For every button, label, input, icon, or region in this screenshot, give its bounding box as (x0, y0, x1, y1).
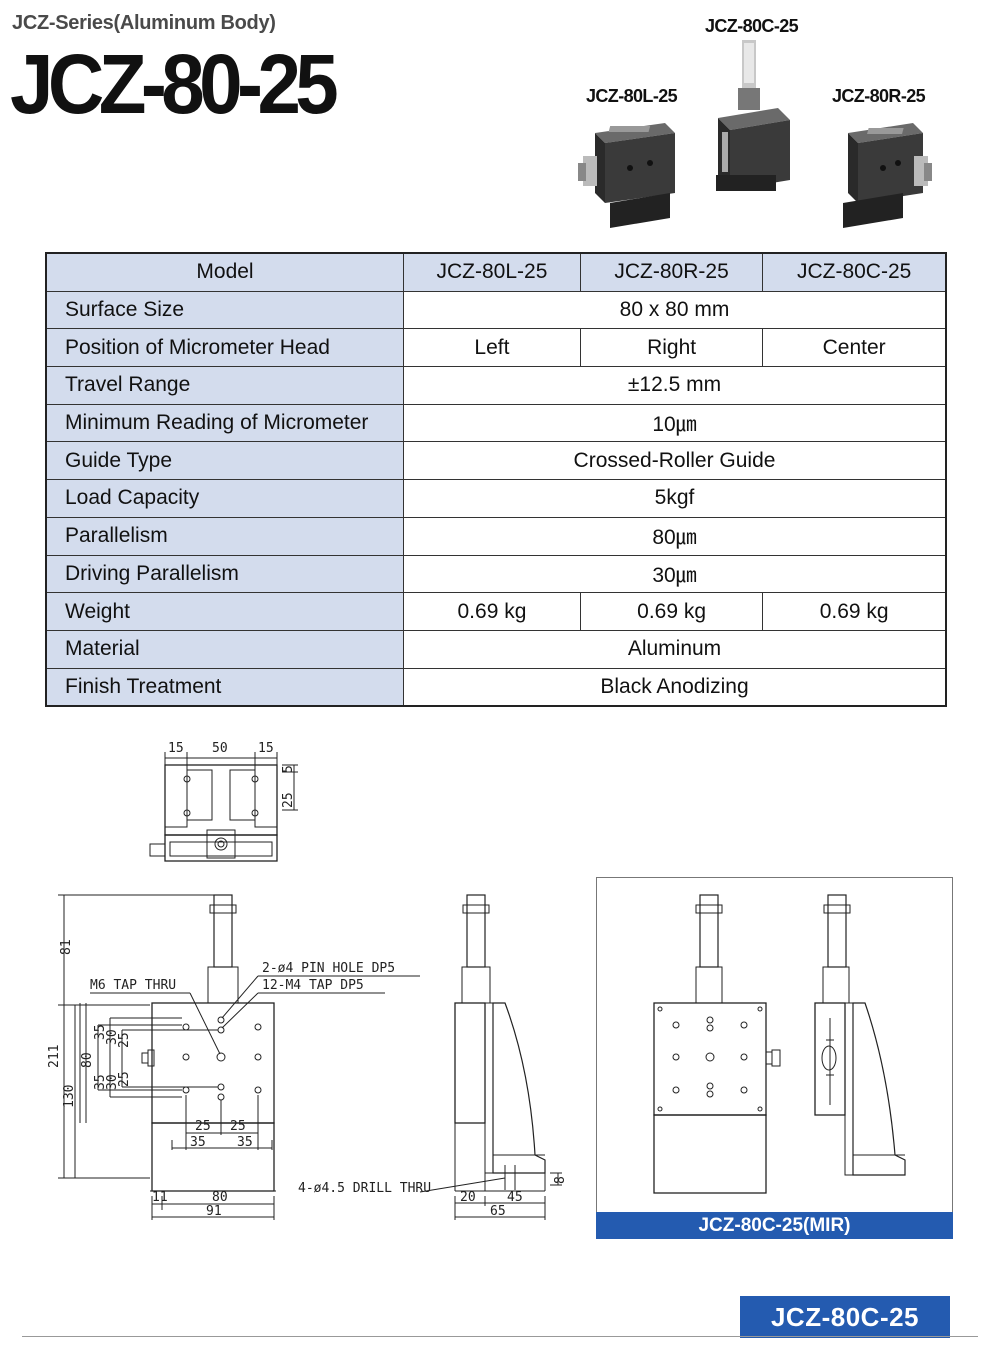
row-value: 10㎛ (403, 403, 947, 443)
mir-side-view (814, 894, 906, 1176)
table-row: Surface Size 80 x 80 mm (45, 290, 947, 330)
table-row: Position of Micrometer Head Left Right C… (45, 328, 947, 368)
mir-front-view (653, 894, 781, 1194)
product-label-left: JCZ-80L-25 (586, 86, 678, 106)
dim-80v: 80 (80, 1052, 95, 1068)
top-view (149, 752, 298, 862)
product-label-center: JCZ-80C-25 (705, 16, 799, 36)
dim-top-15b: 15 (258, 741, 274, 756)
page-title: JCZ-80-25 (10, 37, 339, 131)
row-label: Finish Treatment (45, 667, 404, 707)
dim-35a: 35 (93, 1024, 108, 1040)
dim-top-15a: 15 (168, 741, 184, 756)
table-row: Driving Parallelism 30㎛ (45, 554, 947, 594)
row-label: Surface Size (45, 290, 404, 330)
row-label: Parallelism (45, 516, 404, 556)
row-value: Right (579, 328, 764, 368)
spec-table: Model JCZ-80L-25 JCZ-80R-25 JCZ-80C-25 S… (45, 252, 947, 708)
note-m6-tap: M6 TAP THRU (90, 978, 176, 993)
side-view (419, 894, 562, 1220)
series-title: JCZ-Series(Aluminum Body) (12, 12, 276, 34)
table-row: Travel Range ±12.5 mm (45, 366, 947, 405)
mir-label: JCZ-80C-25(MIR) (596, 1212, 953, 1239)
table-row: Weight 0.69 kg 0.69 kg 0.69 kg (45, 592, 947, 631)
dim-30b: 30 (105, 1074, 120, 1090)
row-value: 80㎛ (403, 516, 947, 556)
table-header-row: Model JCZ-80L-25 JCZ-80R-25 JCZ-80C-25 (45, 252, 947, 292)
row-label: Driving Parallelism (45, 554, 404, 594)
row-label: Position of Micrometer Head (45, 328, 404, 368)
table-row: Parallelism 80㎛ (45, 516, 947, 556)
mir-frame (596, 877, 953, 1238)
header-col-2: JCZ-80R-25 (579, 252, 764, 292)
dim-25c: 25 (195, 1119, 211, 1134)
table-row: Load Capacity 5kgf (45, 479, 947, 518)
dim-top-50: 50 (212, 741, 228, 756)
header-col-1: JCZ-80L-25 (403, 252, 581, 292)
row-value: Center (762, 328, 947, 368)
row-label: Weight (45, 592, 404, 631)
row-value: 0.69 kg (762, 592, 947, 631)
row-value: Crossed-Roller Guide (403, 441, 947, 481)
table-row: Finish Treatment Black Anodizing (45, 667, 947, 707)
footer-model-badge: JCZ-80C-25 (740, 1296, 950, 1338)
dim-81: 81 (59, 939, 74, 955)
row-value: 80 x 80 mm (403, 290, 947, 330)
row-value: 5kgf (403, 479, 947, 518)
note-tap: 12-M4 TAP DP5 (262, 978, 364, 993)
header-model: Model (45, 252, 404, 292)
footer-divider (22, 1336, 978, 1337)
dim-211: 211 (47, 1045, 62, 1068)
dim-35c: 35 (190, 1135, 206, 1150)
note-drill: 4-ø4.5 DRILL THRU (298, 1181, 431, 1196)
table-row: Minimum Reading of Micrometer 10㎛ (45, 403, 947, 443)
dim-35d: 35 (237, 1135, 253, 1150)
dim-25a: 25 (117, 1032, 132, 1048)
row-value: 0.69 kg (579, 592, 764, 631)
dim-35b: 35 (93, 1074, 108, 1090)
product-image-right (843, 123, 932, 228)
dim-side-8: 8 (553, 1176, 568, 1184)
dim-side-65: 65 (490, 1204, 506, 1219)
row-value: 30㎛ (403, 554, 947, 594)
dim-91: 91 (206, 1204, 222, 1219)
dim-top-25: 25 (281, 792, 296, 808)
dim-side-20: 20 (460, 1190, 476, 1205)
table-row: Guide Type Crossed-Roller Guide (45, 441, 947, 481)
row-label: Minimum Reading of Micrometer (45, 403, 404, 443)
dim-30a: 30 (105, 1029, 120, 1045)
row-value: Left (403, 328, 581, 368)
dim-25d: 25 (230, 1119, 246, 1134)
dim-80h: 80 (212, 1190, 228, 1205)
front-view (58, 894, 420, 1220)
dim-25b: 25 (117, 1071, 132, 1087)
dim-side-45: 45 (507, 1190, 523, 1205)
row-label: Load Capacity (45, 479, 404, 518)
dim-130: 130 (62, 1085, 77, 1108)
note-pin-hole: 2-ø4 PIN HOLE DP5 (262, 961, 395, 976)
row-value: Black Anodizing (403, 667, 947, 707)
row-label: Travel Range (45, 366, 404, 405)
product-image-left (578, 123, 675, 228)
product-label-right: JCZ-80R-25 (832, 86, 926, 106)
row-value: Aluminum (403, 629, 947, 669)
row-label: Guide Type (45, 441, 404, 481)
dim-11: 11 (152, 1190, 168, 1205)
header-col-3: JCZ-80C-25 (762, 252, 947, 292)
product-image-center (716, 40, 790, 191)
dim-top-5: 5 (281, 765, 296, 773)
